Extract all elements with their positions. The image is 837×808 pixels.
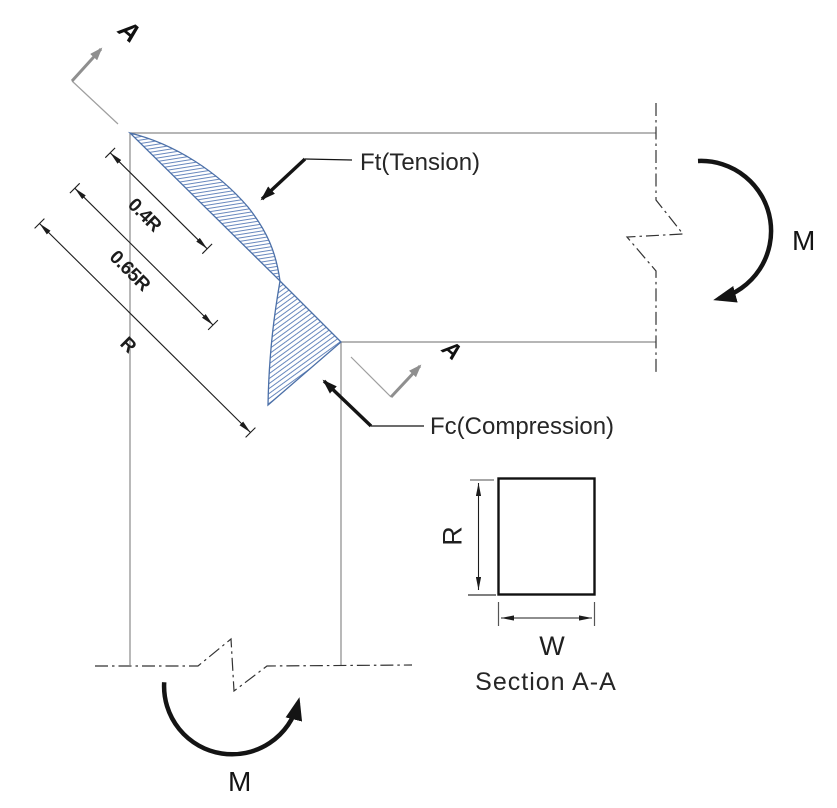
dim-label-full-depth: R bbox=[116, 333, 141, 358]
section-marker-leg bbox=[350, 356, 392, 398]
section-view-arrow bbox=[389, 364, 422, 399]
section-detail-view: R W Section A-A bbox=[437, 477, 617, 696]
stress-distribution bbox=[127, 131, 342, 407]
section-marker-top bbox=[70, 47, 119, 125]
bottom-member-break-line bbox=[95, 637, 413, 693]
leader-arrow bbox=[260, 157, 307, 201]
section-cross-section-rect bbox=[497, 477, 596, 596]
section-label-top: A bbox=[112, 13, 146, 49]
dimension-lines bbox=[34, 147, 256, 438]
frame-outline bbox=[129, 132, 656, 665]
break-lines bbox=[95, 103, 685, 693]
moment-label-bottom: M bbox=[228, 766, 251, 797]
compression-stress-region bbox=[267, 279, 342, 407]
section-label-inner: A bbox=[437, 334, 467, 365]
compression-label: Fc(Compression) bbox=[430, 413, 614, 440]
dim-tick bbox=[104, 147, 116, 159]
section-height-label: R bbox=[437, 526, 467, 546]
leader-arrow bbox=[322, 379, 373, 428]
section-view-arrow bbox=[70, 47, 103, 83]
dim-tick bbox=[34, 218, 45, 229]
dim-tick bbox=[69, 182, 81, 194]
leader-horizontal bbox=[304, 158, 353, 161]
tension-label: Ft(Tension) bbox=[360, 149, 480, 176]
right-member-break-line bbox=[625, 103, 685, 373]
section-width-label: W bbox=[539, 631, 565, 661]
moment-arrow-bottom bbox=[161, 682, 303, 757]
moment-arrow-right bbox=[697, 158, 774, 303]
tension-stress-region bbox=[127, 131, 281, 283]
moment-label-right: M bbox=[792, 225, 815, 256]
compression-callout bbox=[322, 379, 424, 428]
dim-tick bbox=[245, 427, 256, 438]
tension-callout bbox=[260, 157, 353, 201]
dim-line-full-depth bbox=[39, 223, 251, 433]
section-caption: Section A-A bbox=[475, 668, 617, 696]
section-marker-leg bbox=[71, 80, 119, 125]
section-marker-inner bbox=[350, 356, 422, 399]
